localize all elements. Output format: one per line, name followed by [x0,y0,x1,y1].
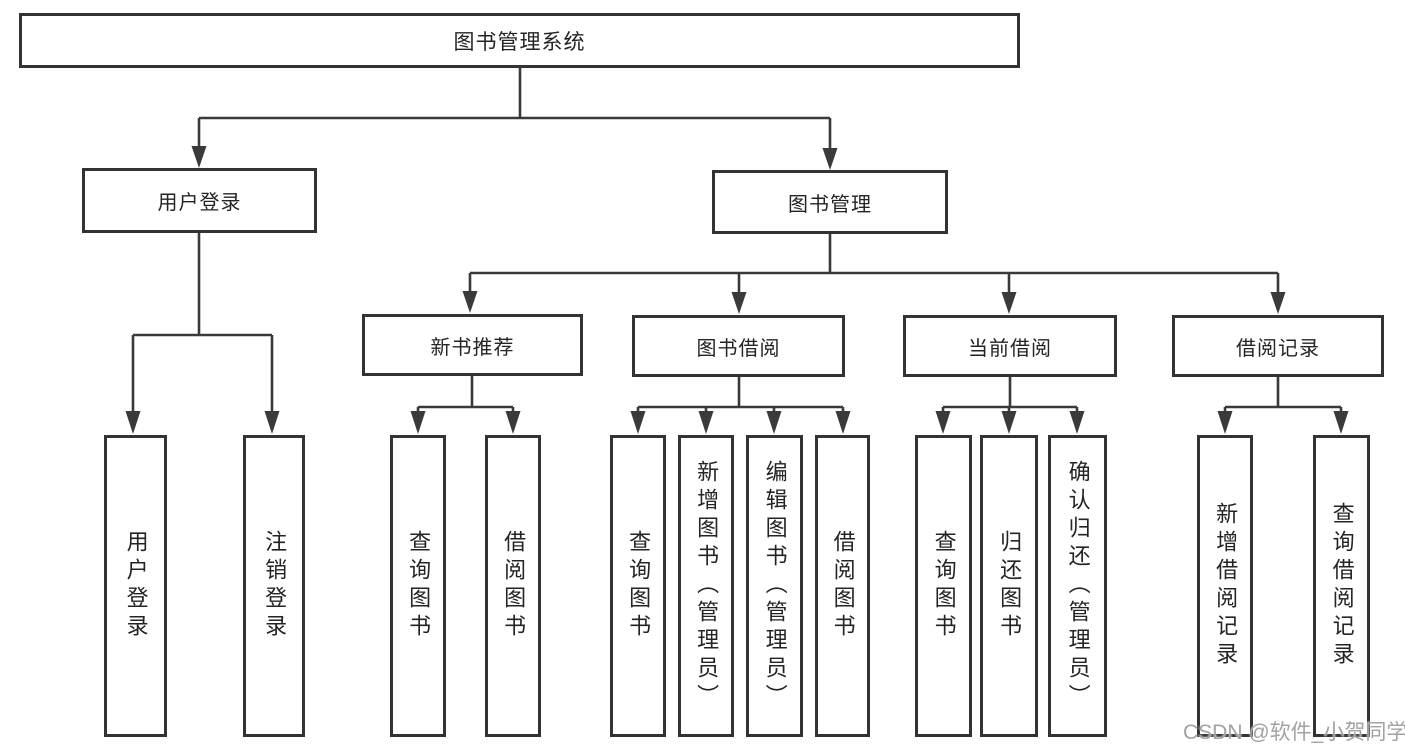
connector-borrow-records [1223,377,1343,412]
node-current-borrow: 当前借阅 [903,315,1117,377]
node-leaf-query-borrow-record: 查询借阅记录 [1313,435,1370,737]
node-label: 用户登录 [157,192,242,214]
node-label: 查询图书 [931,530,957,642]
node-leaf-borrow-books-1: 借阅图书 [485,435,541,737]
connector-book-management [468,234,1280,292]
node-leaf-user-login: 用户登录 [104,435,167,737]
node-label: 归还图书 [997,530,1023,642]
node-label: 用户登录 [123,530,149,642]
connector-current-borrow [941,377,1079,412]
node-leaf-borrow-books-2: 借阅图书 [815,435,870,737]
connector-new-book [416,376,515,412]
connector-book-borrow [636,377,845,412]
node-leaf-add-borrow-record: 新增借阅记录 [1197,435,1253,737]
node-label: 查询借阅记录 [1329,502,1355,670]
node-leaf-query-books-2: 查询图书 [610,435,666,737]
node-new-book-recommend: 新书推荐 [362,314,583,376]
node-label: 查询图书 [626,530,652,642]
node-label: 图书借阅 [696,337,781,360]
node-label: 查询图书 [406,530,432,642]
node-leaf-return-books: 归还图书 [980,435,1038,737]
node-label: 图书管理系统 [453,30,586,54]
node-label: 确认归还（管理员） [1065,460,1091,712]
node-library-management-system: 图书管理系统 [19,13,1020,68]
connector-user-login [131,233,274,412]
node-label: 新书推荐 [430,336,515,359]
connector-root [197,68,832,150]
node-label: 新增图书（管理员） [694,460,720,712]
node-label: 图书管理 [788,193,872,216]
node-book-borrow: 图书借阅 [632,315,845,377]
node-label: 当前借阅 [968,337,1052,360]
node-leaf-edit-books-admin: 编辑图书（管理员） [746,435,803,737]
node-label: 借阅图书 [501,530,527,642]
node-book-management: 图书管理 [712,170,948,234]
csdn-watermark: CSDN @软件_小贺同学 [1183,721,1405,744]
node-leaf-confirm-return-admin: 确认归还（管理员） [1048,435,1107,737]
node-label: 新增借阅记录 [1213,502,1239,670]
node-borrow-records: 借阅记录 [1172,315,1384,377]
node-label: 编辑图书（管理员） [762,460,788,712]
node-label: 借阅图书 [830,530,856,642]
node-label: 借阅记录 [1236,337,1320,360]
node-leaf-logout: 注销登录 [243,435,305,737]
node-leaf-query-books-1: 查询图书 [390,435,446,737]
node-leaf-query-books-3: 查询图书 [915,435,972,737]
node-label: 注销登录 [262,530,288,642]
node-leaf-add-books-admin: 新增图书（管理员） [678,435,734,737]
node-user-login: 用户登录 [82,168,317,233]
arrowheads [125,146,1349,434]
